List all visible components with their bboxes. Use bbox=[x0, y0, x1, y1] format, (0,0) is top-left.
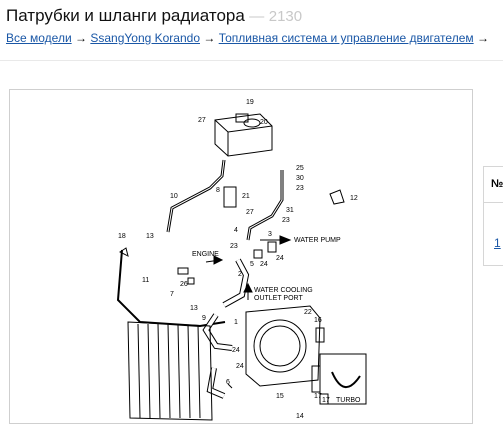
callout-21: 21 bbox=[242, 193, 250, 200]
callout-11: 11 bbox=[142, 277, 149, 284]
radiator-hoses-illustration: 19 20 27 25 30 23 10 8 21 27 12 31 23 13… bbox=[116, 99, 367, 421]
callout-24: 24 bbox=[260, 261, 268, 268]
callout-water-pump: WATER PUMP bbox=[294, 237, 341, 244]
breadcrumb: Все модели → SsangYong Korando → Топливн… bbox=[6, 31, 489, 45]
table-header-number: № bbox=[491, 178, 503, 190]
callout-12: 12 bbox=[350, 195, 358, 202]
callout-13: 13 bbox=[146, 233, 154, 240]
callout-17b: 17 bbox=[322, 397, 330, 404]
breadcrumb-separator: → bbox=[75, 31, 87, 45]
callout-31: 31 bbox=[286, 207, 294, 214]
callout-turbo: TURBO bbox=[336, 397, 361, 404]
breadcrumb-separator: → bbox=[476, 31, 489, 45]
table-divider bbox=[484, 202, 503, 203]
breadcrumb-separator: → bbox=[203, 31, 216, 45]
callout-20: 20 bbox=[260, 119, 268, 126]
page-title-text: Патрубки и шланги радиатора bbox=[6, 6, 245, 25]
callout-13b: 13 bbox=[190, 305, 198, 312]
callout-19: 19 bbox=[246, 99, 254, 106]
callout-outlet-port: OUTLET PORT bbox=[254, 295, 303, 302]
callout-5: 5 bbox=[250, 261, 254, 268]
callout-23c: 23 bbox=[230, 243, 238, 250]
table-row-number-link[interactable]: 1 bbox=[494, 236, 501, 250]
callout-23: 23 bbox=[296, 185, 304, 192]
callout-24b: 24 bbox=[276, 255, 284, 262]
table-divider bbox=[484, 166, 503, 167]
breadcrumb-fuel-system[interactable]: Топливная система и управление двигателе… bbox=[218, 31, 474, 45]
callout-18: 18 bbox=[118, 233, 126, 240]
callout-6: 6 bbox=[226, 379, 230, 386]
callout-24c: 24 bbox=[232, 347, 240, 354]
callout-27b: 27 bbox=[246, 209, 254, 216]
callout-14: 14 bbox=[296, 413, 304, 420]
callout-30: 30 bbox=[296, 175, 304, 182]
callout-9: 9 bbox=[202, 315, 206, 322]
callout-17: 17 bbox=[314, 393, 322, 400]
title-dash: — bbox=[249, 8, 265, 25]
callout-4: 4 bbox=[234, 227, 238, 234]
breadcrumb-all-models[interactable]: Все модели bbox=[6, 31, 72, 45]
header-divider bbox=[0, 60, 503, 61]
callout-16: 16 bbox=[314, 317, 322, 324]
callout-engine: ENGINE bbox=[192, 251, 219, 258]
callout-22: 22 bbox=[304, 309, 312, 316]
callout-7: 7 bbox=[170, 291, 174, 298]
callout-water-cooling: WATER COOLING bbox=[254, 287, 313, 294]
callout-25: 25 bbox=[296, 165, 304, 172]
callout-15: 15 bbox=[276, 393, 284, 400]
parts-table-edge: № 1 bbox=[483, 166, 503, 266]
callout-3: 3 bbox=[268, 231, 272, 238]
callout-2: 2 bbox=[238, 271, 242, 278]
callout-23b: 23 bbox=[282, 217, 290, 224]
page-title: Патрубки и шланги радиатора — 2130 bbox=[6, 6, 302, 26]
table-divider bbox=[484, 265, 503, 266]
callout-27: 27 bbox=[198, 117, 206, 124]
part-group-code: 2130 bbox=[268, 8, 303, 25]
callout-24d: 24 bbox=[236, 363, 244, 370]
callout-26: 26 bbox=[180, 281, 188, 288]
callout-1: 1 bbox=[234, 319, 238, 326]
breadcrumb-ssangyong-korando[interactable]: SsangYong Korando bbox=[90, 31, 200, 45]
callout-8: 8 bbox=[216, 187, 220, 194]
parts-diagram: 19 20 27 25 30 23 10 8 21 27 12 31 23 13… bbox=[9, 89, 473, 424]
callout-10: 10 bbox=[170, 193, 178, 200]
